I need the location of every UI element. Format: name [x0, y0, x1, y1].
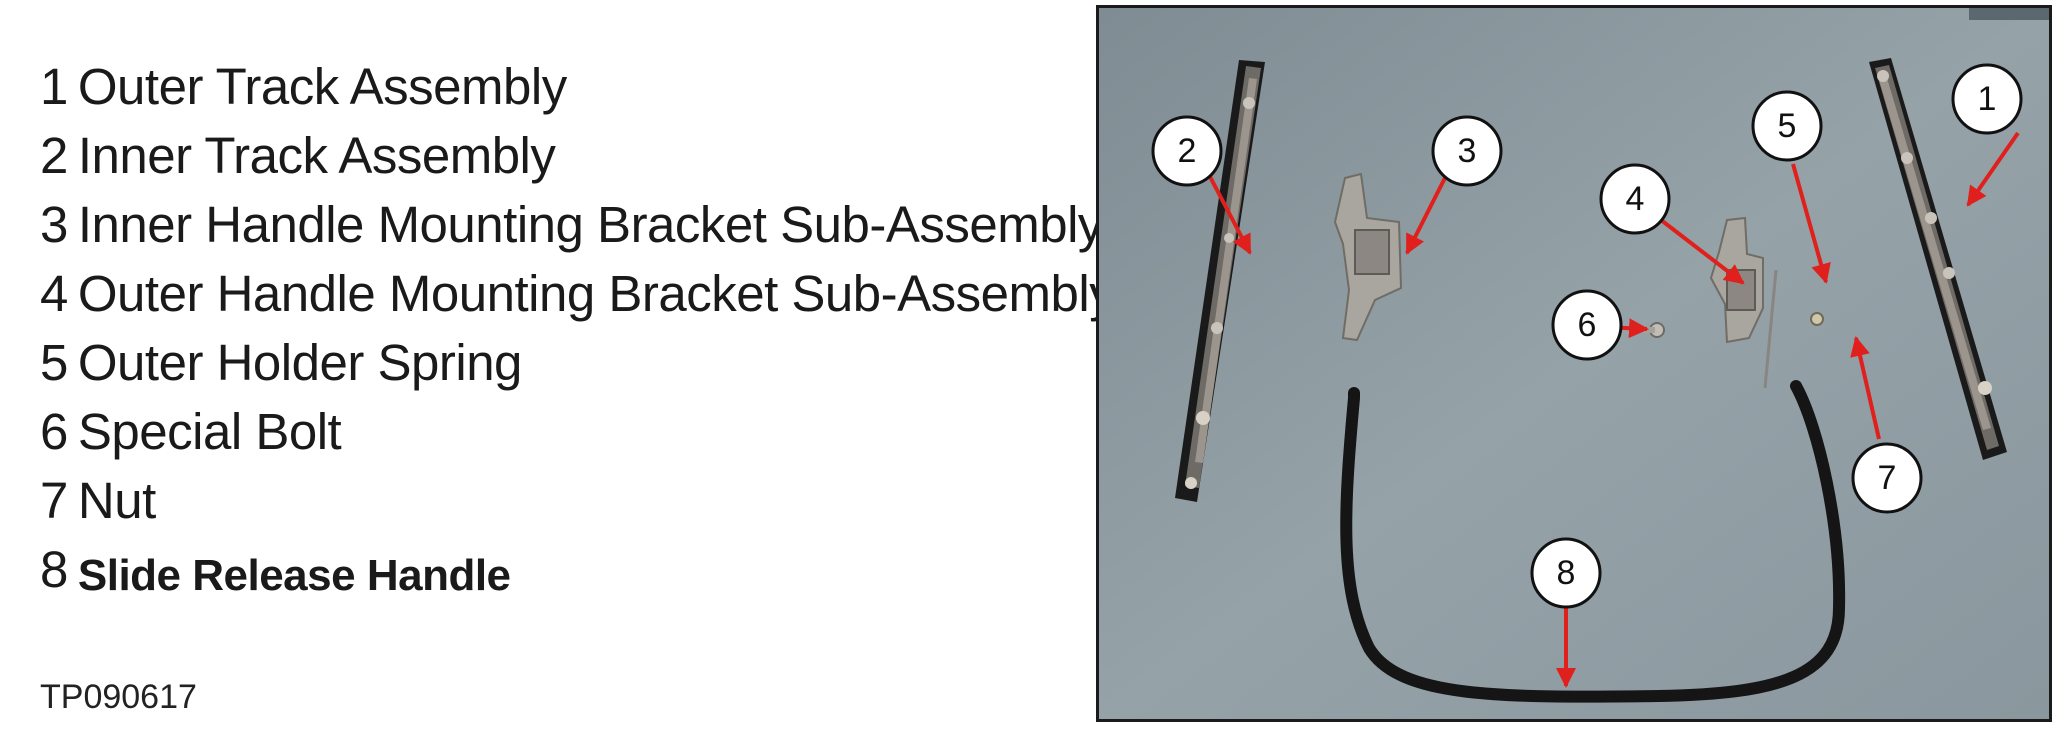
legend-number: 4: [40, 265, 68, 322]
callout-label: 4: [1626, 180, 1645, 218]
callout-label: 7: [1878, 459, 1897, 497]
inner-track-assembly: [1175, 60, 1265, 502]
arrow-1: [1966, 131, 2020, 207]
legend-label: Inner Handle Mounting Bracket Sub-Assemb…: [77, 196, 1104, 253]
callout-2: 2: [1151, 115, 1223, 187]
callout-label: 2: [1178, 132, 1197, 170]
callout-arrows: [1204, 131, 2020, 688]
arrow-3: [1405, 167, 1452, 255]
legend-number: 8: [40, 541, 68, 598]
callout-5: 5: [1751, 90, 1823, 162]
special-bolt: [1643, 322, 1665, 338]
inner-handle-bracket: [1333, 172, 1403, 342]
legend-label: Outer Track Assembly: [77, 58, 567, 115]
figure-code: TP090617: [40, 678, 197, 716]
callout-label: 6: [1578, 306, 1597, 344]
arrow-4: [1659, 218, 1745, 285]
nut: [1810, 312, 1824, 326]
legend-number: 1: [40, 58, 68, 115]
outer-track-assembly: [1869, 58, 2007, 460]
legend-label: Outer Handle Mounting Bracket Sub-Assemb…: [77, 265, 1115, 322]
callout-3: 3: [1431, 115, 1503, 187]
legend-label: Outer Holder Spring: [77, 334, 523, 391]
callout-label: 5: [1778, 107, 1797, 145]
legend-number: 6: [40, 403, 68, 460]
legend-label: Special Bolt: [77, 403, 342, 460]
legend-number: 3: [40, 196, 68, 253]
legend-label: Slide Release Handle: [77, 551, 511, 600]
callout-8: 8: [1530, 537, 1602, 609]
slide-release-handle: [1340, 380, 1846, 703]
callout-label: 1: [1978, 80, 1997, 118]
legend-number: 5: [40, 334, 68, 391]
callout-6: 6: [1551, 289, 1623, 361]
arrow-5: [1791, 163, 1831, 284]
callout-1: 1: [1951, 63, 2023, 135]
callout-4: 4: [1599, 163, 1671, 235]
legend-label: Nut: [77, 472, 156, 529]
callout-7: 7: [1851, 442, 1923, 514]
arrow-2: [1204, 168, 1252, 255]
callout-label: 3: [1458, 132, 1477, 170]
legend-label: Inner Track Assembly: [77, 127, 556, 184]
outer-holder-spring: [1763, 269, 1778, 389]
legend-number: 7: [40, 472, 68, 529]
parts-illustration: 1 2 3 4 5 6 7 8: [1099, 8, 2049, 719]
parts-photo: 1 2 3 4 5 6 7 8: [1096, 5, 2052, 722]
arrow-7: [1850, 336, 1881, 440]
callout-label: 8: [1557, 554, 1576, 592]
legend-number: 2: [40, 127, 68, 184]
